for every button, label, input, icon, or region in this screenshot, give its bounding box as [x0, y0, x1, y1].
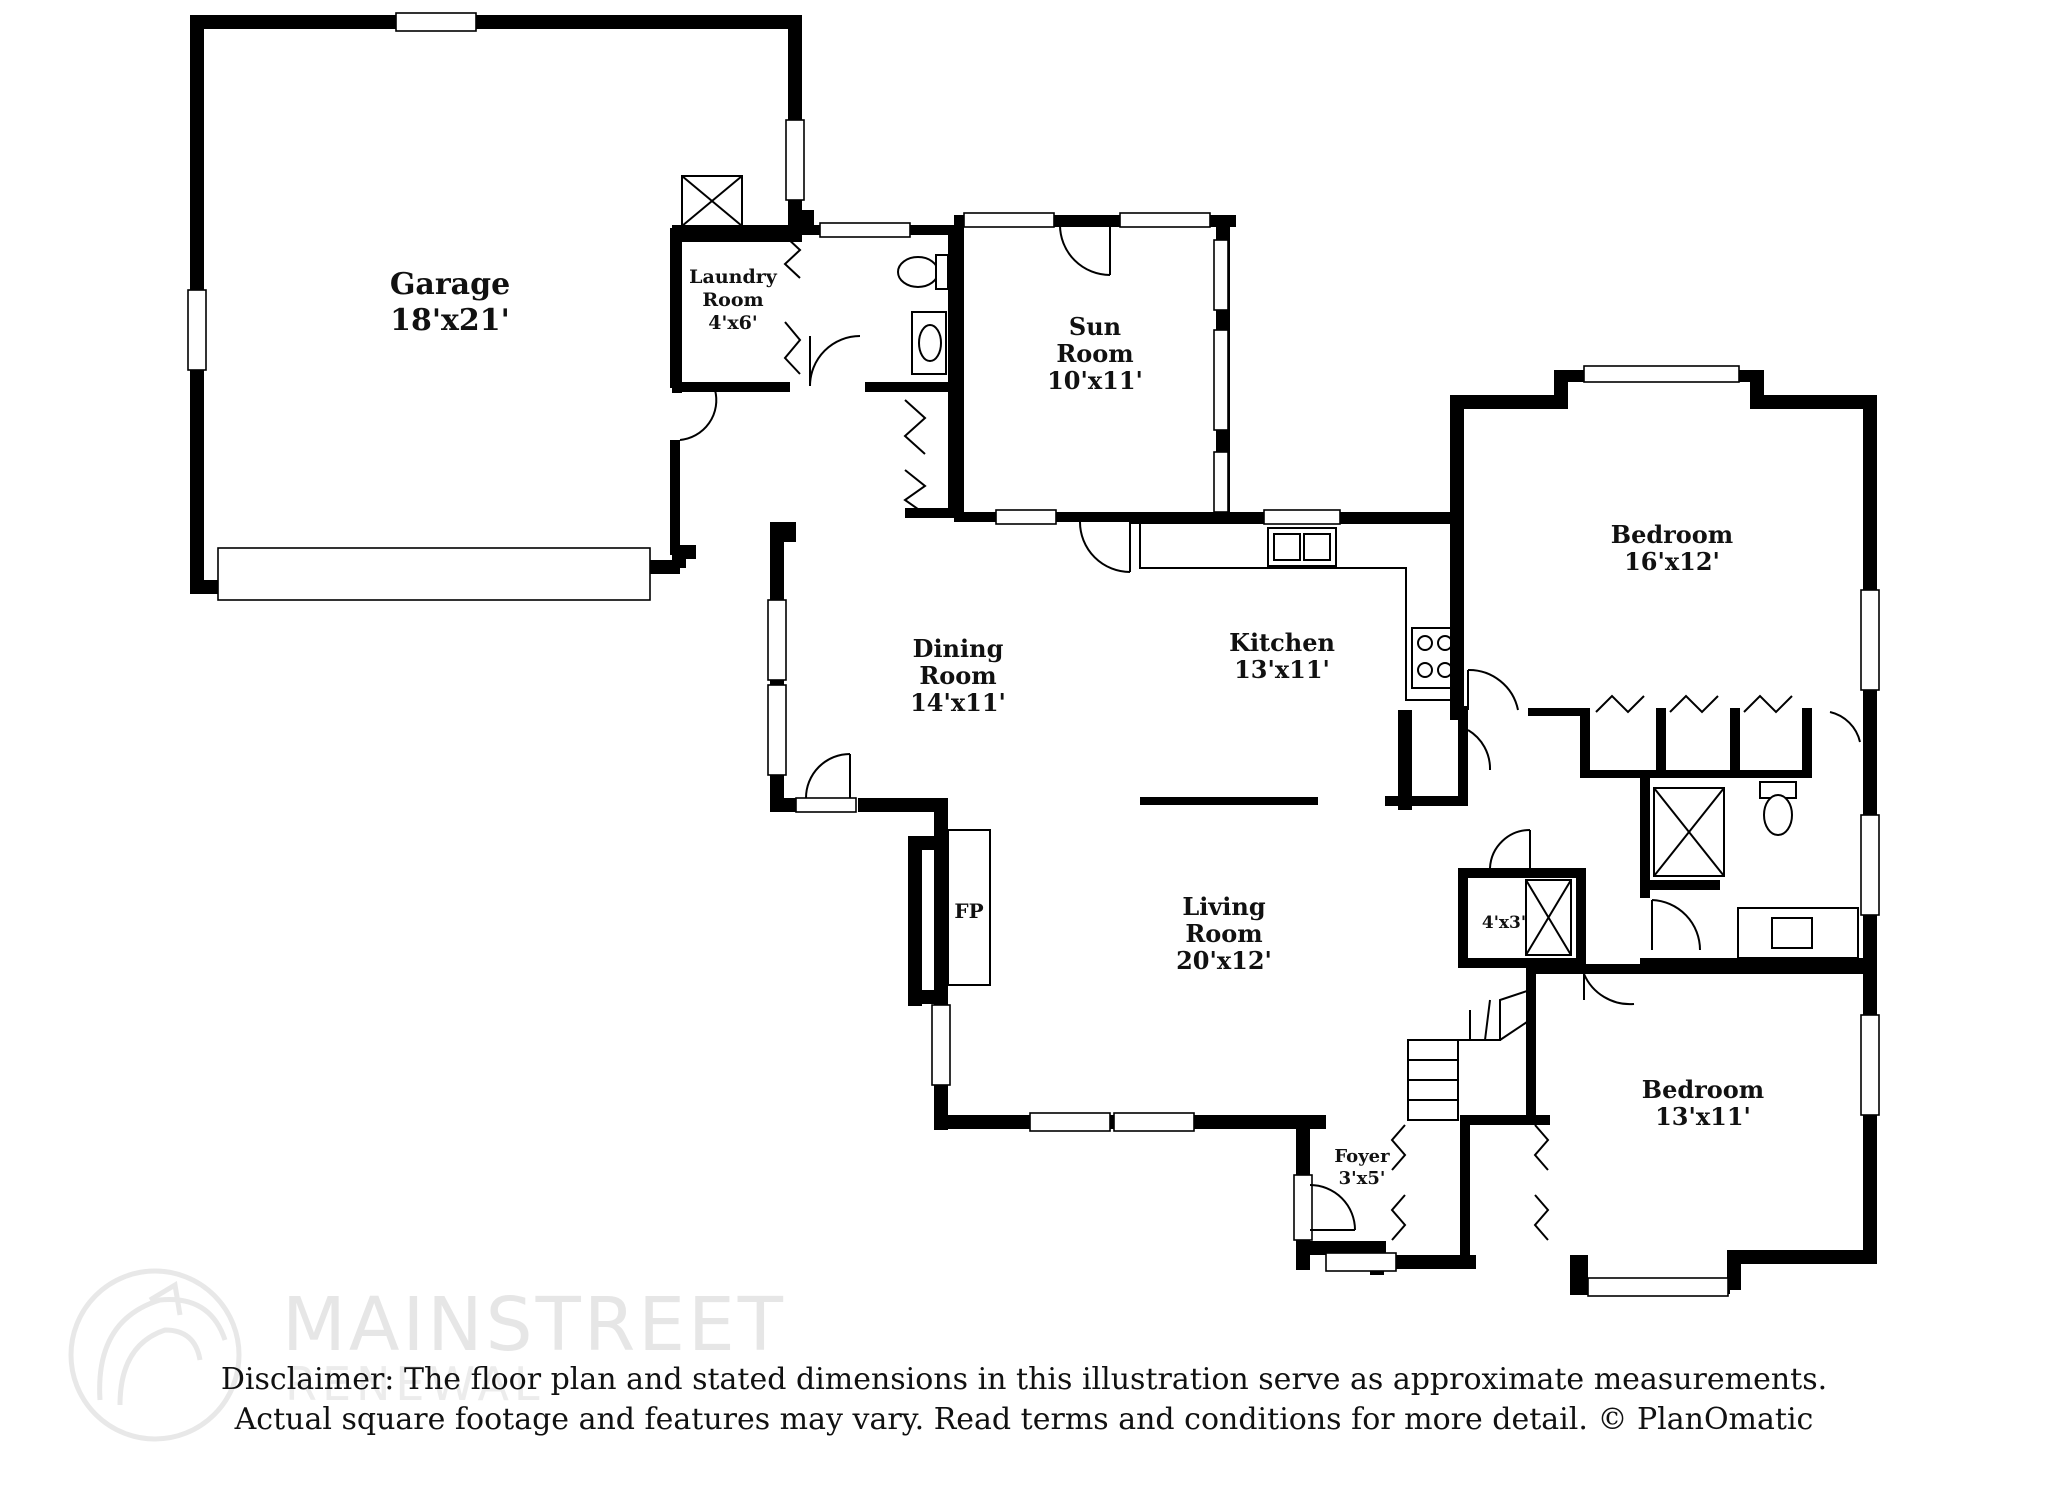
closet-shelf-icon — [1525, 879, 1572, 956]
bedroom1-window-right-1 — [1860, 589, 1880, 691]
bedroom1-label: Bedroom — [1611, 520, 1733, 549]
living-dims: 20'x12' — [1176, 946, 1272, 975]
foyer-walls — [1296, 1115, 1310, 1270]
dining-dims: 14'x11' — [910, 688, 1006, 717]
bedroom1-window-right-2 — [1860, 814, 1880, 916]
sunroom-window-1 — [963, 212, 1055, 228]
bathroom-door[interactable] — [1651, 899, 1702, 951]
kitchen-dims: 13'x11' — [1234, 655, 1330, 684]
vent-icon — [681, 175, 743, 227]
staircase — [1407, 989, 1531, 1121]
sunroom-window-4 — [1213, 329, 1229, 431]
bedroom2-closet-doors[interactable] — [1533, 1124, 1550, 1241]
garage-window-right — [785, 119, 805, 201]
garage-entry-door[interactable] — [679, 389, 718, 441]
garage-window-left — [187, 289, 207, 371]
bedroom2-door[interactable] — [1583, 973, 1635, 1006]
sunroom-dims: 10'x11' — [1047, 366, 1143, 395]
toilet-icon-2 — [1759, 781, 1797, 836]
shower-icon — [1653, 787, 1725, 877]
sunroom-window-2 — [1119, 212, 1211, 228]
living-window-3 — [1113, 1112, 1195, 1132]
front-door[interactable] — [1293, 1174, 1356, 1241]
bedroom2-dims: 13'x11' — [1655, 1102, 1751, 1131]
garage-door-opening[interactable] — [217, 547, 651, 601]
dining-window-1 — [767, 599, 787, 681]
dining-label-2: Room — [919, 661, 996, 690]
bedroom1-window-top — [1583, 365, 1740, 383]
laundry-bifold-door[interactable] — [783, 235, 802, 375]
pantry-door[interactable] — [1461, 729, 1492, 775]
bathroom-lower-wall — [1640, 958, 1865, 968]
closet-bifold-doors[interactable] — [1595, 694, 1793, 714]
watermark-brand: MAINSTREET — [282, 1282, 786, 1368]
laundry-label-1: Laundry — [689, 266, 778, 288]
bedroom2-window-bottom — [1587, 1277, 1729, 1297]
laundry-label-2: Room — [702, 289, 763, 311]
bedroom2-window-right — [1860, 1014, 1880, 1116]
foyer-closet-doors[interactable] — [1390, 1124, 1407, 1241]
bedroom2-walls — [1386, 964, 1866, 1295]
dining-window-2 — [767, 684, 787, 776]
sunroom-label-2: Room — [1056, 339, 1133, 368]
sunroom-window-6 — [995, 509, 1057, 525]
disclaimer-line-1: Disclaimer: The floor plan and stated di… — [220, 1362, 1828, 1397]
bath-door[interactable] — [809, 335, 861, 387]
living-label-1: Living — [1182, 892, 1266, 921]
sunroom-window-5 — [1213, 451, 1229, 513]
bedroom1-closets — [1528, 708, 1812, 778]
toilet-icon — [897, 254, 949, 290]
bath-entry-door[interactable] — [1829, 711, 1861, 743]
vanity-icon — [1737, 907, 1859, 959]
kitchen-label: Kitchen — [1229, 628, 1335, 657]
sink-icon — [911, 311, 947, 375]
bedroom1-door[interactable] — [1467, 668, 1519, 711]
laundry-walls — [672, 210, 958, 518]
fireplace: FP — [947, 829, 991, 986]
garage-dims: 18'x21' — [390, 303, 510, 338]
laundry-window — [819, 222, 911, 238]
kitchen-sink-icon — [1267, 527, 1337, 567]
garage-window-top — [395, 12, 477, 32]
garage-label: Garage — [390, 267, 510, 302]
sunroom-entry-door[interactable] — [1079, 521, 1131, 573]
sunroom-label-1: Sun — [1069, 312, 1121, 341]
bedroom1-dims: 16'x12' — [1624, 547, 1720, 576]
closet-dims: 4'x3' — [1482, 913, 1526, 933]
closet-bifold-door[interactable] — [903, 399, 927, 515]
fireplace-label: FP — [954, 899, 983, 923]
dining-label-1: Dining — [913, 634, 1004, 663]
foyer-label: Foyer — [1334, 1146, 1390, 1167]
sunroom-walls — [954, 215, 1452, 524]
living-window-1 — [931, 1004, 951, 1086]
pantry-walls — [1385, 706, 1468, 810]
kitchen-living-divider — [1140, 797, 1318, 805]
living-window-2 — [1029, 1112, 1111, 1132]
sunroom-window-3 — [1213, 239, 1229, 311]
sunroom-exterior-door[interactable] — [1059, 224, 1111, 276]
laundry-dims: 4'x6' — [708, 312, 757, 334]
kitchen-counter — [1139, 524, 1462, 701]
mainstreet-logo-icon — [68, 1268, 242, 1442]
closet-walls — [1458, 868, 1586, 968]
kitchen-window — [1263, 509, 1341, 525]
living-label-2: Room — [1185, 919, 1262, 948]
closet-door[interactable] — [1489, 828, 1531, 869]
foyer-window — [1325, 1252, 1397, 1272]
disclaimer-line-2: Actual square footage and features may v… — [234, 1402, 1814, 1437]
bathroom-walls — [1640, 778, 1720, 898]
bedroom2-label: Bedroom — [1642, 1075, 1764, 1104]
foyer-dims: 3'x5' — [1339, 1168, 1386, 1189]
dining-door[interactable] — [795, 753, 857, 813]
watermark-sub: RENEWAL — [285, 1357, 545, 1411]
